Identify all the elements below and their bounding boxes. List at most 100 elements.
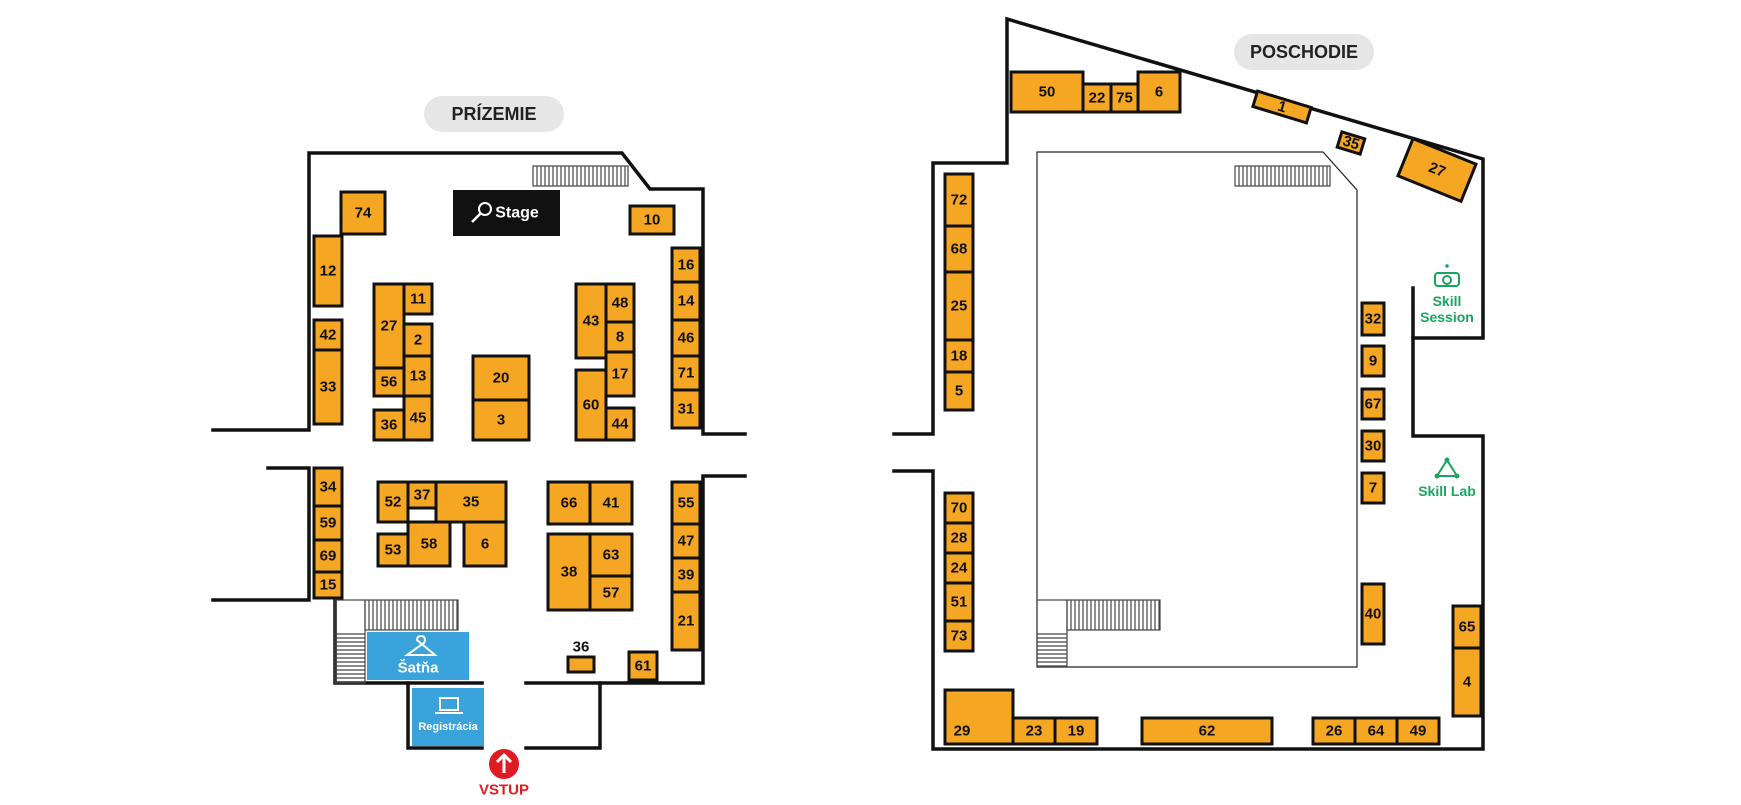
ground-booth-63[interactable]: 63 — [588, 532, 634, 578]
booth-number: 63 — [603, 547, 620, 564]
ground-booth-57[interactable]: 57 — [588, 574, 634, 612]
upper-booth-26[interactable]: 26 — [1311, 716, 1357, 746]
ground-booth-55[interactable]: 55 — [670, 480, 702, 526]
upper-booth-25[interactable]: 25 — [943, 270, 975, 342]
upper-booth-5[interactable]: 5 — [943, 370, 975, 412]
ground-booth-45[interactable]: 45 — [402, 394, 434, 442]
upper-booth-50[interactable]: 50 — [1009, 70, 1085, 114]
ground-booth-14[interactable]: 14 — [670, 280, 702, 322]
upper-booth-23[interactable]: 23 — [1011, 716, 1057, 746]
ground-booth-59[interactable]: 59 — [312, 504, 344, 542]
ground-booth-36[interactable]: 36 — [566, 639, 596, 674]
upper-booth-68[interactable]: 68 — [943, 224, 975, 274]
upper-booth-19[interactable]: 19 — [1053, 716, 1099, 746]
upper-booth-51[interactable]: 51 — [943, 581, 975, 623]
ground-booth-37[interactable]: 37 — [406, 480, 438, 510]
booth-number: 70 — [951, 500, 968, 517]
booth-number: 6 — [481, 536, 489, 553]
ground-booth-56[interactable]: 56 — [372, 366, 406, 398]
ground-booth-71[interactable]: 71 — [670, 354, 702, 392]
upper-booth-7[interactable]: 7 — [1360, 471, 1386, 505]
booth-number: 56 — [381, 374, 398, 391]
ground-booth-47[interactable]: 47 — [670, 522, 702, 560]
ground-booth-74[interactable]: 74 — [339, 190, 387, 236]
ground-booth-21[interactable]: 21 — [670, 590, 702, 652]
ground-booth-13[interactable]: 13 — [402, 354, 434, 398]
upper-booth-72[interactable]: 72 — [943, 172, 975, 228]
upper-booth-18[interactable]: 18 — [943, 338, 975, 374]
upper-booth-24[interactable]: 24 — [943, 551, 975, 585]
ground-booth-17[interactable]: 17 — [604, 350, 636, 398]
ground-booth-39[interactable]: 39 — [670, 556, 702, 594]
ground-booth-53[interactable]: 53 — [376, 532, 410, 568]
upper-booth-73[interactable]: 73 — [943, 619, 975, 653]
ground-booth-60[interactable]: 60 — [574, 368, 608, 442]
ground-booth-48[interactable]: 48 — [604, 282, 636, 324]
ground-booth-27[interactable]: 27 — [372, 282, 406, 370]
ground-booth-42[interactable]: 42 — [312, 318, 344, 352]
booth-number: 35 — [1341, 132, 1362, 153]
booth-box — [1053, 716, 1099, 746]
upper-booth-28[interactable]: 28 — [943, 521, 975, 555]
ground-booth-31[interactable]: 31 — [670, 388, 702, 430]
ground-booth-20[interactable]: 20 — [471, 354, 531, 402]
ground-booth-52[interactable]: 52 — [376, 480, 410, 524]
upper-booth-65[interactable]: 65 — [1451, 604, 1483, 650]
ground-booth-41[interactable]: 41 — [588, 480, 634, 526]
ground-booth-2[interactable]: 2 — [402, 322, 434, 358]
ground-booth-15[interactable]: 15 — [312, 570, 344, 600]
upper-booth-22[interactable]: 22 — [1081, 82, 1113, 114]
booth-box — [1140, 716, 1274, 746]
booth-box — [376, 532, 410, 568]
ground-booth-38[interactable]: 38 — [546, 532, 592, 612]
booth-number: 50 — [1039, 84, 1056, 101]
upper-booth-40[interactable]: 40 — [1360, 582, 1386, 646]
upper-booth-32[interactable]: 32 — [1360, 301, 1386, 337]
registration-desk[interactable]: Registrácia — [412, 688, 484, 746]
booth-box — [574, 282, 608, 360]
skill-session[interactable]: Skill Session — [1420, 264, 1474, 325]
upper-wall-outer — [892, 16, 1485, 751]
upper-booth-29[interactable]: 29 — [943, 688, 1015, 746]
upper-booth-70[interactable]: 70 — [943, 491, 975, 525]
ground-booth-10[interactable]: 10 — [628, 204, 676, 236]
ground-booth-44[interactable]: 44 — [604, 406, 636, 442]
ground-booth-8[interactable]: 8 — [604, 320, 636, 354]
booth-number: 44 — [612, 416, 629, 433]
upper-booth-67[interactable]: 67 — [1360, 387, 1386, 421]
upper-booth-27[interactable]: 27 — [1396, 136, 1478, 204]
upper-booth-9[interactable]: 9 — [1360, 344, 1386, 378]
ground-booth-16[interactable]: 16 — [670, 246, 702, 284]
upper-booth-30[interactable]: 30 — [1360, 429, 1386, 463]
ground-booth-58[interactable]: 58 — [406, 520, 452, 568]
ground-booth-6[interactable]: 6 — [462, 520, 508, 568]
ground-booth-69[interactable]: 69 — [312, 538, 344, 574]
ground-booth-12[interactable]: 12 — [312, 234, 344, 308]
upper-booth-35[interactable]: 35 — [1335, 129, 1367, 157]
ground-booth-43[interactable]: 43 — [574, 282, 608, 360]
booth-number: 38 — [561, 564, 578, 581]
ground-booth-35[interactable]: 35 — [434, 480, 508, 524]
booth-number: 22 — [1089, 90, 1106, 107]
upper-booth-49[interactable]: 49 — [1395, 716, 1441, 746]
ground-booth-33[interactable]: 33 — [312, 348, 344, 426]
wardrobe[interactable]: Šatňa — [367, 632, 469, 680]
upper-booth-4[interactable]: 4 — [1451, 646, 1483, 718]
ground-booth-11[interactable]: 11 — [402, 282, 434, 316]
entrance[interactable]: VSTUP — [479, 749, 529, 799]
ground-booth-61[interactable]: 61 — [627, 650, 659, 682]
skill-lab[interactable]: Skill Lab — [1418, 457, 1476, 500]
upper-booth-64[interactable]: 64 — [1353, 716, 1399, 746]
booth-box — [402, 354, 434, 398]
stage[interactable]: Stage — [453, 190, 560, 236]
ground-booth-46[interactable]: 46 — [670, 318, 702, 358]
upper-booth-62[interactable]: 62 — [1140, 716, 1274, 746]
ground-booth-34[interactable]: 34 — [312, 466, 344, 508]
booth-box — [312, 466, 344, 508]
ground-booth-36[interactable]: 36 — [372, 408, 406, 442]
upper-booth-75[interactable]: 75 — [1109, 82, 1140, 114]
ground-booth-3[interactable]: 3 — [471, 398, 531, 442]
upper-booth-6[interactable]: 6 — [1136, 70, 1182, 114]
upper-booth-1[interactable]: 1 — [1251, 89, 1313, 125]
ground-booth-66[interactable]: 66 — [546, 480, 592, 526]
